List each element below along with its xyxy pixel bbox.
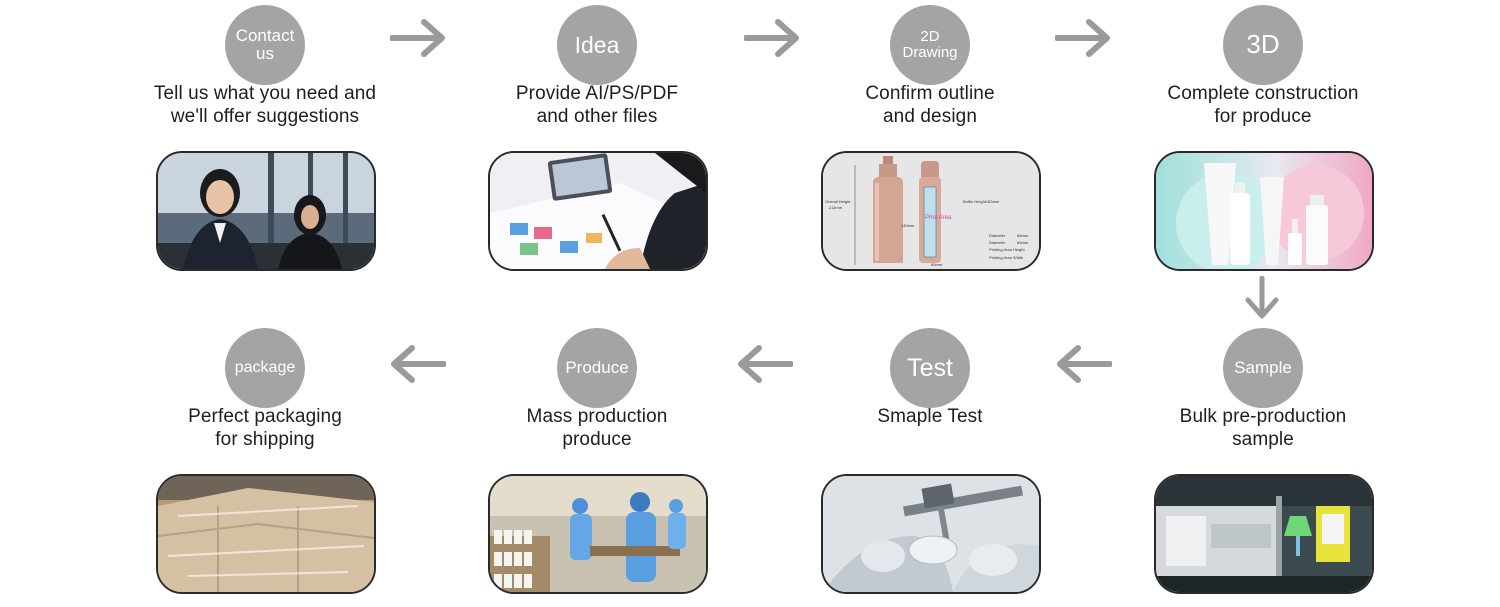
svg-text:66mm: 66mm bbox=[1017, 233, 1029, 238]
svg-text:Diameter: Diameter bbox=[989, 233, 1006, 238]
arrow-left-icon bbox=[390, 344, 446, 384]
customer-service-photo bbox=[156, 151, 376, 271]
packed-boxes-photo bbox=[156, 474, 376, 594]
svg-text:63mm: 63mm bbox=[1017, 240, 1029, 245]
svg-text:Printing Area Width: Printing Area Width bbox=[989, 255, 1023, 260]
arrow-right-icon bbox=[744, 18, 800, 58]
step-circle: package bbox=[225, 328, 305, 408]
svg-text:60mm: 60mm bbox=[931, 262, 943, 267]
svg-text:Diameter: Diameter bbox=[989, 240, 1006, 245]
arrow-left-icon bbox=[1056, 344, 1112, 384]
step-circle: Sample bbox=[1223, 328, 1303, 408]
step-circle: Test bbox=[890, 328, 970, 408]
bottle-drawing-photo: Overall Height 211mm Bottle Height183mm … bbox=[821, 151, 1041, 271]
arrow-right-icon bbox=[1055, 18, 1111, 58]
design-sketch-photo bbox=[488, 151, 708, 271]
svg-text:Bottle Height183mm: Bottle Height183mm bbox=[963, 199, 1000, 204]
arrow-right-icon bbox=[390, 18, 446, 58]
arrow-left-icon bbox=[737, 344, 793, 384]
svg-text:Print Area: Print Area bbox=[925, 215, 952, 221]
step-circle: Idea bbox=[557, 5, 637, 85]
caliper-test-photo bbox=[821, 474, 1041, 594]
arrow-down-icon bbox=[1244, 276, 1280, 320]
step-circle: Produce bbox=[557, 328, 637, 408]
svg-text:211mm: 211mm bbox=[829, 205, 843, 210]
svg-text:Printing Area Height: Printing Area Height bbox=[989, 247, 1025, 252]
svg-text:140mm: 140mm bbox=[901, 223, 915, 228]
cosmetic-bottles-photo bbox=[1154, 151, 1374, 271]
step-circle: 3D bbox=[1223, 5, 1303, 85]
svg-text:Overall Height: Overall Height bbox=[825, 199, 851, 204]
factory-workers-photo bbox=[488, 474, 708, 594]
filling-machine-photo bbox=[1154, 474, 1374, 594]
step-description: Smaple Test bbox=[877, 406, 983, 427]
